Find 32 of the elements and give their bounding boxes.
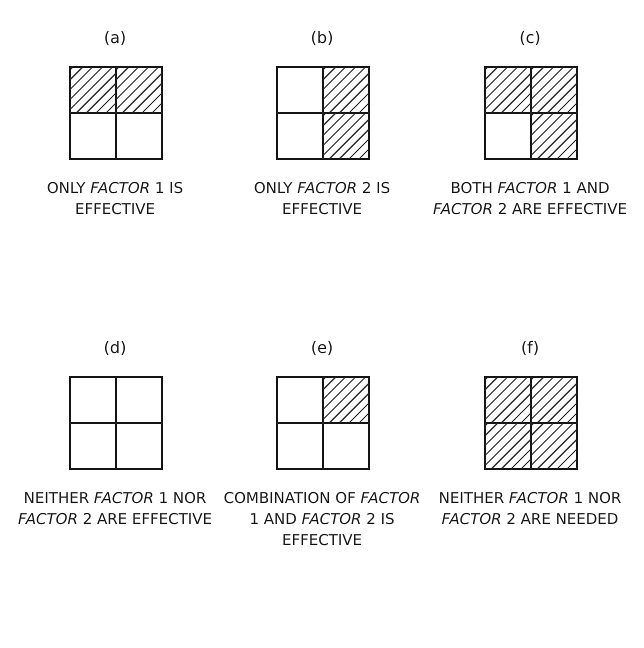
- caption-text: COMBINATION OF FACTOR 1 AND FACTOR 2 IS EFFECTIVE: [222, 488, 422, 551]
- empty-square: [322, 422, 370, 470]
- empty-square: [115, 422, 163, 470]
- hatched-square: [530, 376, 578, 424]
- panel-letter: (d): [102, 338, 128, 357]
- caption-text: NEITHER FACTOR 1 NOR FACTOR 2 ARE EFFECTIVE: [17, 488, 213, 530]
- hatched-square: [530, 112, 578, 160]
- hatched-square: [322, 112, 370, 160]
- hatched-square: [69, 66, 117, 114]
- hatched-square: [484, 66, 532, 114]
- empty-square: [115, 376, 163, 424]
- empty-square: [69, 112, 117, 160]
- panel-letter: (c): [518, 28, 542, 47]
- hatched-square: [115, 66, 163, 114]
- hatched-square: [530, 422, 578, 470]
- empty-square: [69, 422, 117, 470]
- hatched-square: [484, 422, 532, 470]
- caption-text: NEITHER FACTOR 1 NOR FACTOR 2 ARE NEEDED: [438, 488, 622, 530]
- hatched-square: [484, 376, 532, 424]
- hatched-square: [322, 66, 370, 114]
- empty-square: [69, 376, 117, 424]
- panel-letter: (a): [102, 28, 128, 47]
- caption-text: BOTH FACTOR 1 AND FACTOR 2 ARE EFFECTIVE: [432, 178, 628, 220]
- panel-letter: (b): [310, 28, 334, 47]
- caption-text: ONLY FACTOR 1 IS EFFECTIVE: [46, 178, 184, 220]
- empty-square: [115, 112, 163, 160]
- hatched-square: [322, 376, 370, 424]
- panel-letter: (f): [520, 338, 540, 357]
- caption-text: ONLY FACTOR 2 IS EFFECTIVE: [252, 178, 392, 220]
- panel-letter: (e): [310, 338, 334, 357]
- hatched-square: [530, 66, 578, 114]
- empty-square: [276, 422, 324, 470]
